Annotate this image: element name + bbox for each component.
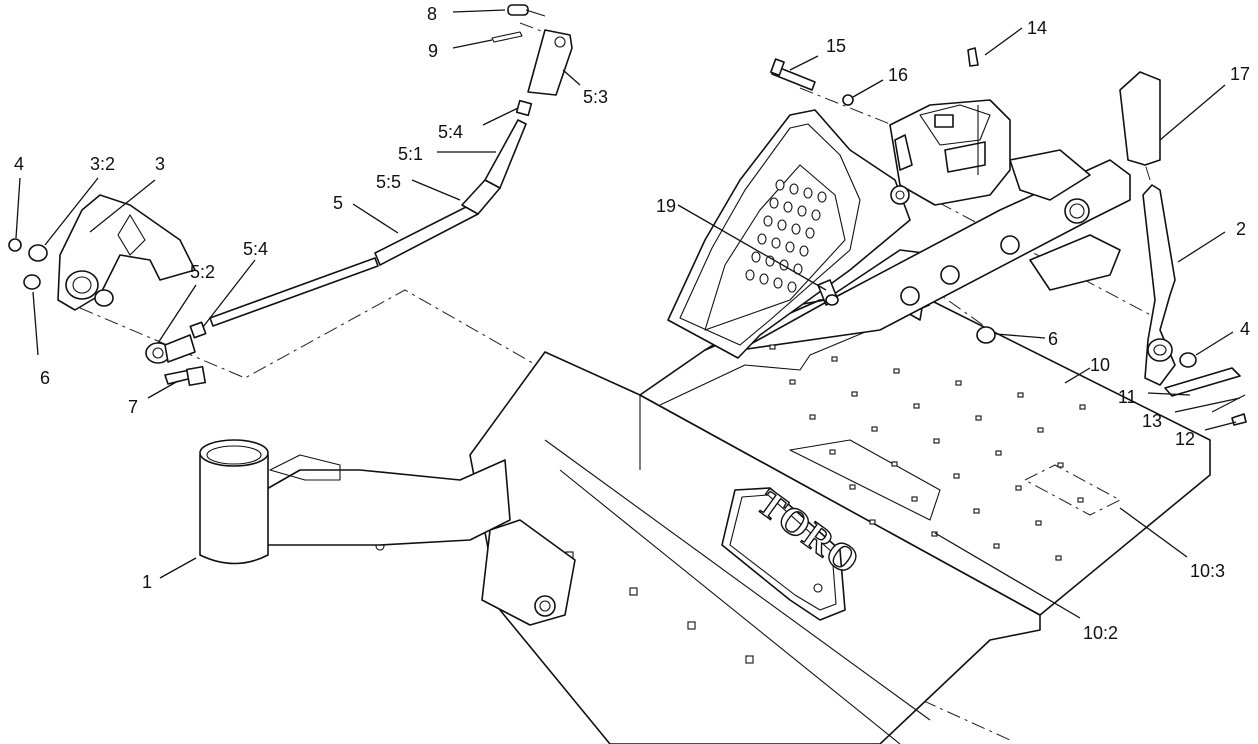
callout-16: 16	[888, 65, 908, 85]
callout-5-3: 5:3	[583, 87, 608, 107]
callout-3: 3	[155, 154, 165, 174]
deck-hole	[953, 473, 960, 479]
control-rod	[145, 4, 573, 387]
deck-hole	[1017, 392, 1024, 398]
deck-hole	[891, 461, 898, 467]
deck-hole	[893, 368, 900, 374]
callout-12: 12	[1175, 429, 1195, 449]
deck-hole	[1037, 427, 1044, 433]
plate-hole	[745, 269, 755, 281]
plate-hole	[773, 277, 783, 289]
deck-hole	[975, 415, 982, 421]
deck-hole	[993, 543, 1000, 549]
plate-hole	[799, 245, 809, 257]
callout-2: 2	[1236, 219, 1246, 239]
deck-hole	[995, 450, 1002, 456]
callout-3-2: 3:2	[90, 154, 115, 174]
deck-hole	[1055, 555, 1062, 561]
callout-5-4-low: 5:4	[243, 239, 268, 259]
pivot-tube	[199, 439, 511, 565]
bracket-3	[8, 194, 196, 311]
callout-1: 1	[142, 572, 152, 592]
callout-19: 19	[656, 196, 676, 216]
callout-10: 10	[1090, 355, 1110, 375]
deck-hole	[1057, 462, 1064, 468]
callout-4-right: 4	[1240, 319, 1250, 339]
deck-holes	[769, 344, 1086, 561]
callout-11: 11	[1118, 387, 1137, 407]
callout-15: 15	[826, 36, 846, 56]
leader-lines	[15, 9, 1241, 619]
callout-13: 13	[1142, 411, 1162, 431]
callout-5: 5	[333, 193, 343, 213]
plate-hole	[759, 273, 769, 285]
deck-hole	[849, 484, 856, 490]
deck-hole	[933, 438, 940, 444]
control-block	[889, 99, 1011, 206]
deck-hole	[1035, 520, 1042, 526]
deck-hole	[871, 426, 878, 432]
callout-5-2: 5:2	[190, 262, 215, 282]
seat-plate	[667, 109, 911, 359]
lever-2	[1119, 71, 1247, 426]
callout-9: 9	[428, 41, 438, 61]
deck-hole	[955, 380, 962, 386]
callout-4-left: 4	[14, 154, 24, 174]
callout-14: 14	[1027, 18, 1047, 38]
callout-5-5: 5:5	[376, 172, 401, 192]
plate-hole	[791, 223, 801, 235]
plate-hole	[811, 209, 821, 221]
plate-hole	[751, 251, 761, 263]
plate-hole	[787, 281, 797, 293]
plate-hole	[769, 197, 779, 209]
plate-hole	[777, 219, 787, 231]
deck-hole	[869, 519, 876, 525]
callout-labels: 8 9 5:3 5:4 5:1 5:5 5 4 3:2 3 6 5:2 5:4 …	[14, 4, 1250, 643]
callout-8: 8	[427, 4, 437, 24]
deck-hole	[973, 508, 980, 514]
callout-10-3: 10:3	[1190, 561, 1225, 581]
plate-hole	[763, 215, 773, 227]
plate-hole	[785, 241, 795, 253]
plate-hole	[771, 237, 781, 249]
callout-6-left: 6	[40, 368, 50, 388]
callout-5-4-top: 5:4	[438, 122, 463, 142]
plate-hole	[783, 201, 793, 213]
plate-hole	[757, 233, 767, 245]
deck-hole	[831, 356, 838, 362]
deck-hole	[1077, 497, 1084, 503]
plate-hole	[803, 187, 813, 199]
deck-hole	[1015, 485, 1022, 491]
callout-17: 17	[1230, 64, 1250, 84]
deck-hole	[829, 449, 836, 455]
deck-hole	[851, 391, 858, 397]
plate-hole	[817, 191, 827, 203]
hardware	[770, 47, 996, 344]
deck-hole	[809, 414, 816, 420]
deck-hole	[789, 379, 796, 385]
plate-hole	[797, 205, 807, 217]
plate-hole	[789, 183, 799, 195]
deck-hole	[769, 344, 776, 350]
callout-6-right: 6	[1048, 329, 1058, 349]
plate-hole	[775, 179, 785, 191]
callout-5-1: 5:1	[398, 144, 423, 164]
callout-7: 7	[128, 397, 138, 417]
plate-hole	[805, 227, 815, 239]
callout-10-2: 10:2	[1083, 623, 1118, 643]
deck-hole	[911, 496, 918, 502]
deck-hole	[1079, 404, 1086, 410]
deck-hole	[913, 403, 920, 409]
